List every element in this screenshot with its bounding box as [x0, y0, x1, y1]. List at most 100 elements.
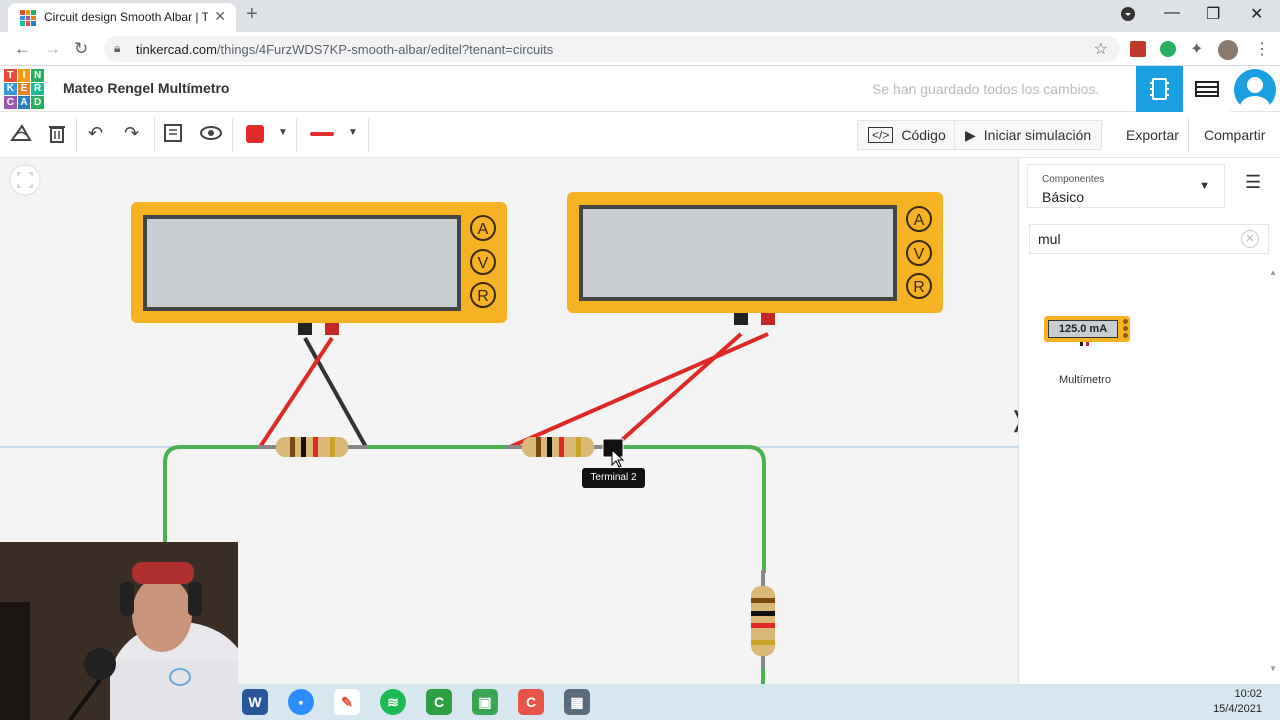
- calculator-app-icon[interactable]: ▦: [564, 689, 590, 715]
- fit-view-icon[interactable]: [9, 164, 41, 196]
- category-label: Componentes: [1042, 174, 1105, 185]
- system-clock[interactable]: 10:02 15/4/2021: [1213, 687, 1262, 717]
- profile-avatar[interactable]: [1218, 40, 1238, 60]
- multimeter-1[interactable]: A V R: [131, 202, 507, 335]
- url-text: tinkercad.com/things/4FurzWDS7KP-smooth-…: [136, 42, 554, 57]
- tinkercad-logo[interactable]: T I N K E R C A D: [4, 69, 44, 109]
- green-wire[interactable]: [163, 445, 260, 558]
- chevron-down-icon[interactable]: ▼: [348, 127, 358, 138]
- undo-icon[interactable]: ↶: [88, 123, 104, 143]
- logo-letter: A: [17, 96, 31, 109]
- notes-icon[interactable]: [164, 123, 182, 148]
- close-tab-icon[interactable]: ✕: [214, 8, 226, 24]
- rotate-icon[interactable]: [10, 123, 32, 148]
- app-header: T I N K E R C A D Mateo Rengel Multímetr…: [0, 66, 1280, 112]
- probe-terminal-black[interactable]: [734, 313, 748, 325]
- probe-terminal-black[interactable]: [298, 323, 312, 335]
- scroll-up-icon[interactable]: ▲: [1269, 268, 1277, 277]
- clock-time: 10:02: [1234, 688, 1262, 700]
- resistor-3[interactable]: [751, 570, 775, 668]
- multimeter-component-thumbnail[interactable]: 125.0 mA: [1044, 316, 1130, 346]
- new-tab-icon[interactable]: +: [246, 3, 258, 25]
- black-probe-wire[interactable]: [303, 337, 368, 448]
- mouse-cursor-icon: [611, 448, 625, 468]
- toolbar-divider: [296, 118, 297, 152]
- restore-icon[interactable]: ❐: [1206, 6, 1221, 23]
- multimeter-component-label: Multímetro: [1059, 374, 1111, 386]
- word-app-icon[interactable]: W: [242, 689, 268, 715]
- lock-icon: 🔒︎: [114, 41, 121, 55]
- bookmark-star-icon[interactable]: ☆: [1093, 41, 1108, 58]
- start-simulation-button[interactable]: ▶ Iniciar simulación: [954, 120, 1103, 150]
- logo-letter: T: [4, 69, 17, 82]
- chevron-down-icon[interactable]: ▼: [278, 127, 288, 138]
- reload-icon[interactable]: ↻: [74, 39, 89, 58]
- component-search-input[interactable]: [1029, 224, 1269, 254]
- components-category-select[interactable]: Componentes Básico ▼: [1027, 164, 1225, 208]
- webcam-overlay: [0, 542, 238, 720]
- toolbar-divider: [1188, 118, 1189, 152]
- red-probe-wire[interactable]: [509, 332, 769, 449]
- share-button[interactable]: Compartir: [1194, 120, 1276, 150]
- menu-dots-icon[interactable]: ⋮: [1254, 41, 1270, 58]
- mode-button-r[interactable]: R: [477, 288, 489, 305]
- mode-button-r[interactable]: R: [913, 279, 925, 296]
- red-probe-wire[interactable]: [258, 336, 334, 449]
- delete-icon[interactable]: [48, 123, 66, 148]
- mode-button-v[interactable]: V: [914, 246, 925, 263]
- tinkercad-favicon: [20, 10, 36, 26]
- clear-search-icon[interactable]: ✕: [1241, 230, 1259, 248]
- profile-menu-icon[interactable]: [1120, 6, 1136, 27]
- puzzle-icon[interactable]: ✦: [1190, 41, 1204, 58]
- logo-letter: C: [4, 96, 17, 109]
- red-probe-wire[interactable]: [612, 332, 743, 449]
- resistor-2[interactable]: [505, 437, 624, 458]
- logo-letter: E: [17, 82, 31, 96]
- minimize-icon[interactable]: —: [1164, 4, 1180, 21]
- green-wire[interactable]: [620, 445, 766, 573]
- scroll-down-icon[interactable]: ▼: [1269, 664, 1277, 673]
- paint-app-icon[interactable]: ✎: [334, 689, 360, 715]
- close-window-icon[interactable]: ✕: [1250, 6, 1264, 23]
- mode-button-v[interactable]: V: [478, 255, 489, 272]
- camtasia-app-icon[interactable]: C: [426, 689, 452, 715]
- extension-icon[interactable]: [1130, 41, 1146, 57]
- save-status: Se han guardado todos los cambios.: [872, 81, 1100, 97]
- visibility-eye-icon[interactable]: [200, 123, 222, 148]
- circuit-view-button[interactable]: [1136, 66, 1183, 112]
- store-app-icon[interactable]: ▣: [472, 689, 498, 715]
- share-label: Compartir: [1204, 127, 1266, 143]
- probe-terminal-red[interactable]: [325, 323, 339, 335]
- logo-letter: D: [31, 96, 44, 109]
- forward-icon[interactable]: →: [44, 39, 61, 58]
- multimeter-2[interactable]: A V R: [567, 192, 943, 325]
- zoom-app-icon[interactable]: ▪: [288, 689, 314, 715]
- os-taskbar: W ▪ ✎ ≋ C ▣ C ▦ 10:02 15/4/2021: [238, 684, 1280, 720]
- browser-tab[interactable]: Circuit design Smooth Albar | Tinkercad …: [8, 3, 236, 32]
- resistor-1[interactable]: [258, 437, 368, 457]
- user-avatar[interactable]: [1234, 69, 1276, 111]
- export-button[interactable]: Exportar: [1116, 120, 1189, 150]
- project-title[interactable]: Mateo Rengel Multímetro: [63, 80, 230, 96]
- list-view-icon[interactable]: ☰: [1245, 172, 1262, 192]
- shield-extension-icon[interactable]: [1160, 41, 1176, 57]
- url-box[interactable]: 🔒︎ tinkercad.com/things/4FurzWDS7KP-smoo…: [104, 36, 1120, 62]
- category-value: Básico: [1042, 189, 1085, 205]
- back-icon[interactable]: ←: [14, 39, 31, 58]
- spotify-app-icon[interactable]: ≋: [380, 689, 406, 715]
- play-icon: ▶: [965, 126, 976, 143]
- redo-icon[interactable]: ↷: [124, 123, 140, 143]
- mode-button-a[interactable]: A: [478, 221, 489, 238]
- logo-letter: N: [31, 69, 44, 82]
- toolbar-divider: [232, 118, 233, 152]
- recorder-app-icon[interactable]: C: [518, 689, 544, 715]
- code-button[interactable]: </> Código: [857, 120, 957, 150]
- mode-button-a[interactable]: A: [914, 212, 925, 229]
- fill-color-swatch[interactable]: [246, 125, 264, 143]
- schematic-view-button[interactable]: [1184, 66, 1230, 112]
- multimeter-thumb-display: 125.0 mA: [1048, 320, 1118, 338]
- tab-title: Circuit design Smooth Albar | Tinkercad: [44, 10, 208, 24]
- terminal-tooltip: Terminal 2: [582, 468, 645, 488]
- wire-color-swatch[interactable]: [310, 132, 334, 136]
- probe-terminal-red[interactable]: [761, 313, 775, 325]
